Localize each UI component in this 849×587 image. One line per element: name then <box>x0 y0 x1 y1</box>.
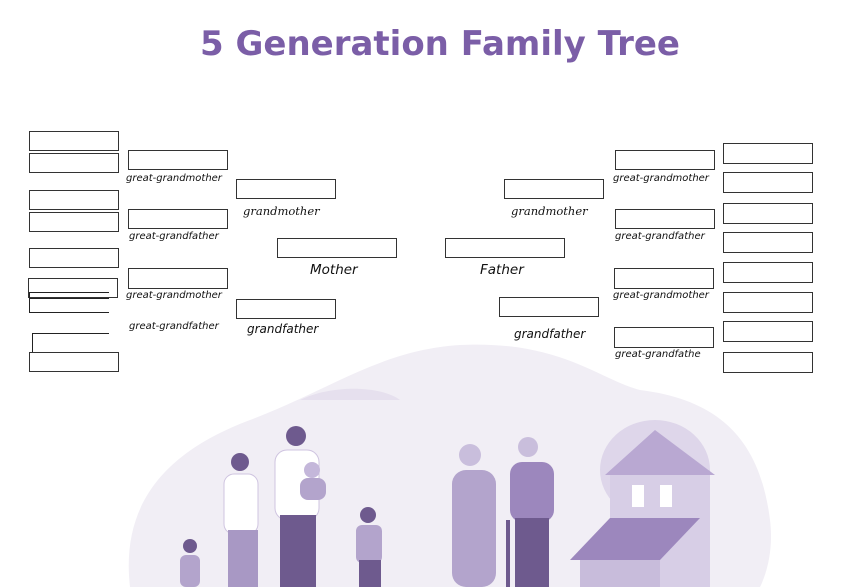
divider <box>32 333 33 354</box>
name-box[interactable] <box>723 143 813 164</box>
father-label: Father <box>480 262 524 278</box>
name-box[interactable] <box>723 352 813 373</box>
name-box[interactable] <box>723 292 813 313</box>
great-grandmother-label: great-grandmother <box>613 290 709 301</box>
cloud-shape <box>300 388 400 400</box>
great-grandmother-box[interactable] <box>128 150 228 170</box>
divider <box>29 312 109 313</box>
great-grandfather-label: great-grandfather <box>615 231 705 242</box>
name-box[interactable] <box>29 131 119 151</box>
grandfather-label: grandfather <box>514 327 586 341</box>
name-box[interactable] <box>723 321 813 342</box>
great-grandfather-label: great-grandfather <box>129 231 219 242</box>
divider <box>32 333 109 334</box>
divider <box>29 292 30 312</box>
great-grandmother-box[interactable] <box>128 268 228 289</box>
great-grandfather-box[interactable] <box>614 327 714 348</box>
great-grandfather-label: great-grandfathe <box>615 349 701 360</box>
grandfather-box[interactable] <box>236 299 336 319</box>
name-box[interactable] <box>29 248 119 268</box>
grandmother-box[interactable] <box>504 179 604 199</box>
great-grandmother-box[interactable] <box>614 268 714 289</box>
page-title: 5 Generation Family Tree <box>199 24 680 64</box>
great-grandfather-box[interactable] <box>128 209 228 229</box>
name-box[interactable] <box>723 232 813 253</box>
mother-figure-icon <box>223 453 259 587</box>
grandmother-box[interactable] <box>236 179 336 199</box>
grandmother-label: grandmother <box>511 204 588 218</box>
mother-box[interactable] <box>277 238 397 258</box>
divider <box>29 292 109 293</box>
great-grandmother-box[interactable] <box>615 150 715 170</box>
child-figure-icon <box>180 539 200 587</box>
great-grandmother-label: great-grandmother <box>126 173 222 184</box>
great-grandfather-box[interactable] <box>615 209 715 229</box>
name-box[interactable] <box>29 212 119 232</box>
grandfather-label: grandfather <box>247 322 319 336</box>
name-box[interactable] <box>29 190 119 210</box>
name-box[interactable] <box>29 153 119 173</box>
family-illustration <box>128 344 772 587</box>
great-grandmother-label: great-grandmother <box>613 173 709 184</box>
mother-label: Mother <box>310 262 358 278</box>
name-box[interactable] <box>723 172 813 193</box>
grandfather-figure-icon <box>506 437 554 587</box>
grandmother-label: grandmother <box>243 204 320 218</box>
name-box[interactable] <box>723 262 813 283</box>
boy-figure-icon <box>356 507 382 587</box>
father-figure-icon <box>274 426 326 587</box>
great-grandmother-label: great-grandmother <box>126 290 222 301</box>
divider <box>29 298 109 299</box>
name-box[interactable] <box>28 278 118 298</box>
house-icon <box>570 420 715 587</box>
great-grandfather-label: great-grandfather <box>129 321 219 332</box>
father-box[interactable] <box>445 238 565 258</box>
grandfather-box[interactable] <box>499 297 599 317</box>
name-box[interactable] <box>723 203 813 224</box>
name-box[interactable] <box>29 352 119 372</box>
grandmother-figure-icon <box>452 444 496 587</box>
